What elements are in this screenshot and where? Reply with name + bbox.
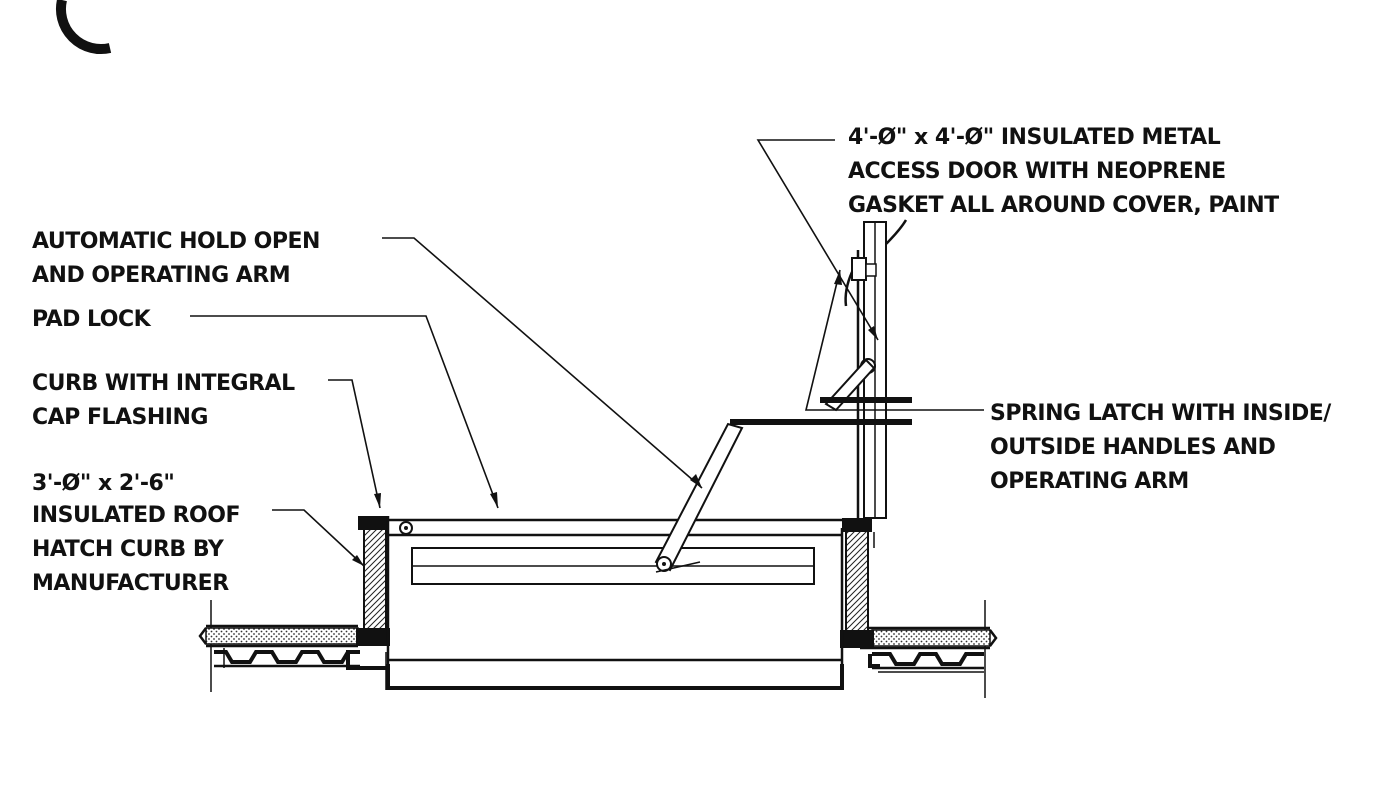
note-spring-latch-line-3: OPERATING ARM — [990, 469, 1189, 494]
leader-curb-cap — [328, 379, 381, 509]
note-roof-hatch-line-3: HATCH CURB BY — [32, 537, 225, 562]
note-pad-lock: PAD LOCK — [32, 307, 152, 332]
note-spring-latch: SPRING LATCH WITH INSIDE/ OUTSIDE HANDLE… — [990, 401, 1333, 494]
leader-pad-lock — [190, 315, 499, 509]
operating-arm — [654, 422, 744, 573]
note-curb-cap: CURB WITH INTEGRAL CAP FLASHING — [32, 371, 296, 430]
note-hold-open-line-1: AUTOMATIC HOLD OPEN — [32, 229, 320, 254]
note-roof-hatch-line-2: INSULATED ROOF — [32, 503, 240, 528]
cropped-circle-mark — [55, 0, 112, 55]
note-access-door-line-1: 4'-Ø" x 4'-Ø" INSULATED METAL — [848, 125, 1221, 150]
roof-deck-right — [860, 600, 998, 698]
note-access-door-line-2: ACCESS DOOR WITH NEOPRENE — [848, 159, 1226, 184]
note-roof-hatch-line-4: MANUFACTURER — [32, 571, 229, 596]
roof-deck-left — [198, 600, 360, 692]
note-access-door-line-3: GASKET ALL AROUND COVER, PAINT — [848, 193, 1279, 218]
note-hold-open: AUTOMATIC HOLD OPEN AND OPERATING ARM — [32, 229, 320, 288]
note-pad-lock-line-1: PAD LOCK — [32, 307, 152, 332]
note-spring-latch-line-1: SPRING LATCH WITH INSIDE/ — [990, 401, 1332, 426]
leader-roof-hatch — [272, 509, 365, 567]
note-roof-hatch: 3'-Ø" x 2'-6" INSULATED ROOF HATCH CURB … — [32, 471, 240, 596]
note-access-door: 4'-Ø" x 4'-Ø" INSULATED METAL ACCESS DOO… — [848, 125, 1280, 218]
access-door-open — [730, 219, 912, 519]
note-spring-latch-line-2: OUTSIDE HANDLES AND — [990, 435, 1276, 460]
note-curb-cap-line-1: CURB WITH INTEGRAL — [32, 371, 295, 396]
leader-hold-open — [382, 237, 703, 489]
note-hold-open-line-2: AND OPERATING ARM — [32, 263, 290, 288]
note-roof-hatch-line-1: 3'-Ø" x 2'-6" — [32, 471, 174, 496]
leader-access-door — [756, 139, 879, 341]
hatch-opening-frame — [385, 518, 844, 690]
hatch-curb-left — [346, 516, 390, 690]
leader-spring-latch — [804, 269, 984, 411]
hatch-curb-right — [840, 518, 880, 690]
note-curb-cap-line-2: CAP FLASHING — [32, 405, 208, 430]
